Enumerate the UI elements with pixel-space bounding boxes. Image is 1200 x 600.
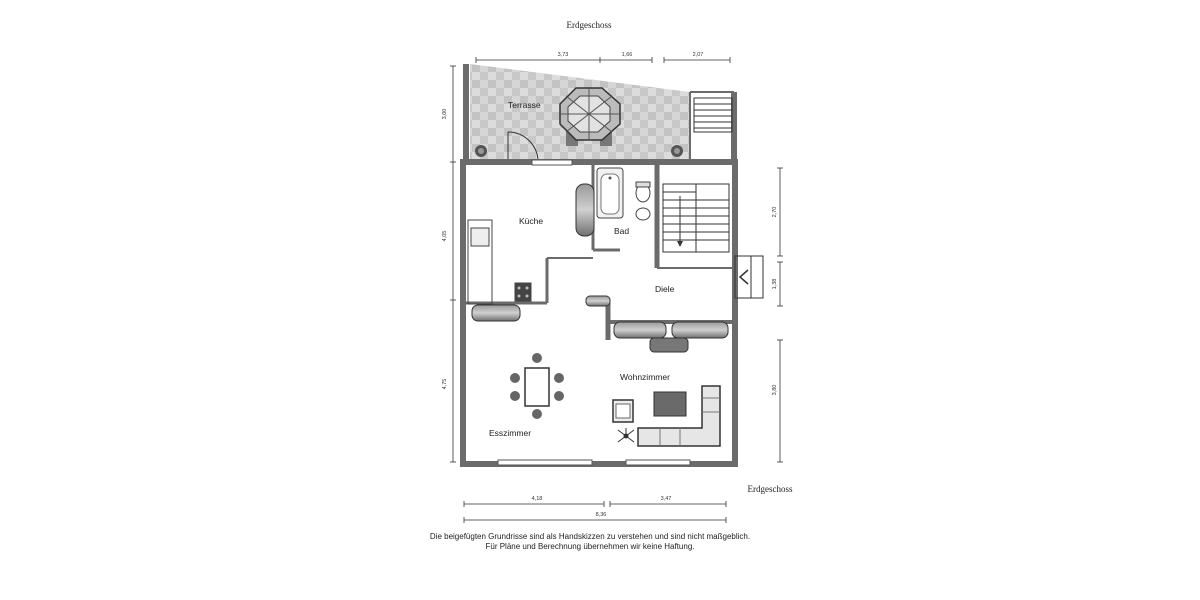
room-label-bad: Bad	[614, 226, 629, 236]
cabinet-dining	[471, 304, 521, 322]
dim-left-2: 4,05	[442, 231, 448, 242]
interior-staircase	[662, 183, 730, 253]
cabinet-hall	[585, 295, 611, 307]
room-label-terrasse: Terrasse	[508, 100, 541, 110]
terrace-stairs	[693, 97, 733, 133]
dimension-lines-right	[777, 167, 783, 463]
room-label-kueche: Küche	[519, 216, 543, 226]
kitchen-round-table	[575, 183, 595, 237]
kitchen-counter	[467, 219, 532, 305]
disclaimer-line-2: Für Pläne und Berechnung übernehmen wir …	[485, 542, 695, 551]
dining-table	[510, 353, 564, 419]
terrace-walls	[463, 64, 737, 162]
dimension-lines-bottom	[463, 501, 727, 523]
room-label-diele: Diele	[655, 284, 675, 294]
windows	[497, 159, 691, 466]
dim-total: 8,36	[596, 512, 607, 518]
terrace-plant-right	[671, 145, 683, 157]
dimension-lines-top	[475, 57, 731, 63]
dim-bottom-1: 4,18	[532, 496, 543, 502]
room-label-esszimmer: Esszimmer	[489, 428, 531, 438]
bathtub	[596, 167, 624, 219]
dim-left-1: 3,00	[442, 109, 448, 120]
bath-sink	[635, 207, 651, 221]
armchair	[612, 399, 634, 423]
parasol-table	[559, 87, 621, 146]
terrace-door	[507, 131, 539, 163]
terrace-plant-left	[475, 145, 487, 157]
disclaimer-line-1: Die beigefügten Grundrisse sind als Hand…	[429, 532, 751, 541]
dim-left-3: 4,75	[442, 379, 448, 390]
dim-right-3: 3,80	[772, 385, 778, 396]
dim-top-2: 1,66	[622, 52, 633, 58]
corner-sofa	[637, 385, 721, 447]
dim-top-1: 3,73	[558, 52, 569, 58]
dimension-lines-left	[450, 65, 456, 463]
floor-title-top: Erdgeschoss	[567, 20, 612, 30]
living-plant	[617, 428, 635, 443]
entrance-steps	[734, 255, 764, 299]
room-label-wohnzimmer: Wohnzimmer	[620, 372, 670, 382]
toilet	[635, 181, 651, 203]
dim-top-3: 2,07	[693, 52, 704, 58]
dim-bottom-2: 3,47	[661, 496, 672, 502]
coffee-table	[653, 391, 687, 417]
dim-right-2: 1,38	[772, 279, 778, 290]
dim-right-1: 2,70	[772, 207, 778, 218]
living-cabinets	[613, 321, 729, 353]
floor-title-bottom: Erdgeschoss	[748, 484, 793, 494]
